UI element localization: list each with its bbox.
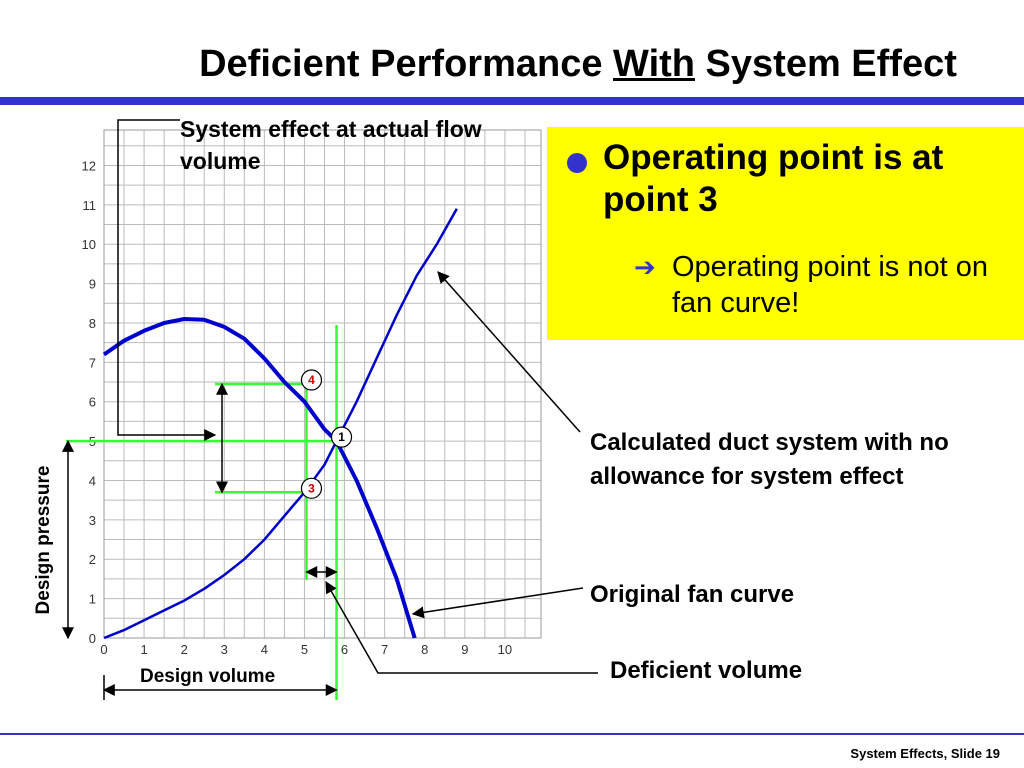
point-3-marker	[300, 477, 323, 499]
duct-system-curve-line	[103, 208, 458, 640]
fan-curve-label: Original fan curve	[590, 581, 795, 608]
point-1-label: 1	[338, 430, 345, 444]
slide-title: Deficient Performance With System Effect	[0, 40, 1024, 88]
fan-curve-line	[102, 317, 417, 639]
point-3-label: 3	[308, 481, 315, 495]
x-tick-label: 6	[341, 642, 348, 657]
y-tick-label: 2	[89, 552, 96, 567]
x-tick-label: 7	[381, 642, 388, 657]
title-text-3: System Effect	[695, 43, 957, 85]
duct-system-leader	[437, 271, 581, 433]
callout-box: Operating point is at point 3 ➔ Operatin…	[547, 127, 1024, 340]
design-pressure-label: Design pressure	[33, 465, 54, 615]
deficient-volume-leader	[325, 580, 598, 674]
y-tick-label: 10	[82, 237, 96, 252]
y-tick-label: 6	[89, 395, 96, 410]
fan-curve-leader	[411, 587, 584, 619]
bottom-divider	[0, 733, 1024, 735]
slide-footer: System Effects, Slide 19	[850, 746, 1000, 761]
design-volume-label: Design volume	[140, 666, 276, 687]
duct-system-label: Calculated duct system with no allowance…	[590, 429, 949, 490]
callout-bullet: Operating point is at point 3	[603, 138, 944, 219]
x-tick-label: 4	[261, 642, 268, 657]
y-tick-label: 3	[89, 513, 96, 528]
system-effect-label: System effect at actual flow volume	[180, 116, 482, 174]
title-text-1: Deficient Performance	[199, 43, 614, 85]
point-4-label: 4	[308, 373, 315, 387]
bullet-dot-icon	[567, 153, 587, 173]
x-tick-label: 10	[498, 642, 512, 657]
x-tick-label: 2	[181, 642, 188, 657]
callout-sub-bullet: Operating point is not on fan curve!	[672, 251, 988, 319]
y-tick-label: 9	[89, 277, 96, 292]
y-tick-label: 12	[82, 158, 96, 173]
top-divider	[0, 97, 1024, 105]
system-effect-leader	[117, 119, 217, 441]
x-tick-label: 5	[301, 642, 308, 657]
plot-frame	[103, 129, 542, 639]
y-tick-label: 11	[83, 198, 97, 213]
x-tick-label: 9	[461, 642, 468, 657]
x-tick-label: 3	[221, 642, 228, 657]
x-tick-label: 8	[421, 642, 428, 657]
y-tick-label: 7	[89, 355, 96, 370]
arrow-right-icon: ➔	[634, 252, 656, 282]
y-tick-label: 4	[89, 473, 96, 488]
point-4-marker	[300, 369, 323, 391]
deficient-volume-label: Deficient volume	[610, 657, 803, 684]
y-tick-label: 8	[89, 316, 96, 331]
y-tick-label: 0	[89, 631, 96, 646]
y-tick-label: 1	[89, 592, 96, 607]
title-text-with: With	[613, 43, 695, 85]
point-1-marker	[330, 426, 353, 448]
x-tick-label: 1	[140, 642, 147, 657]
x-tick-label: 0	[100, 642, 107, 657]
